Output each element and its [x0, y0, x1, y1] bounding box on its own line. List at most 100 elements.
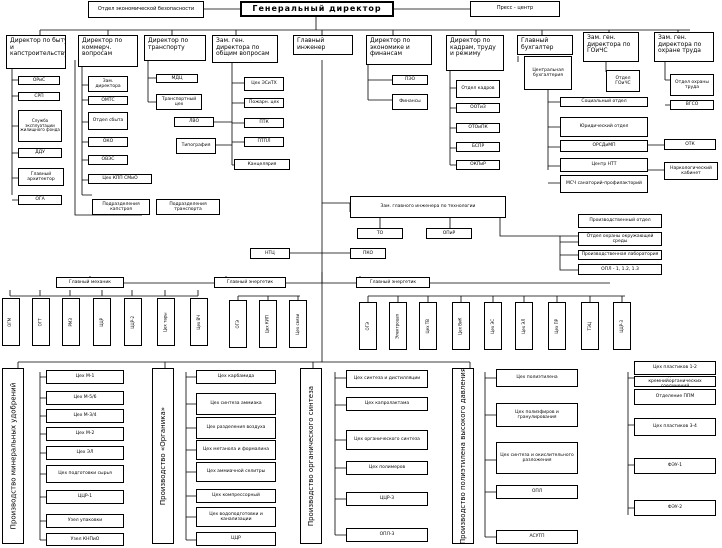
- production-item: Цех синтеза и дистилляции: [346, 370, 428, 388]
- production-item: Цех М-1: [46, 370, 124, 384]
- col4-item: ПТПЛ: [244, 137, 284, 147]
- col2-item: Зам. директора: [88, 76, 128, 92]
- col1-item: ОРиС: [18, 76, 60, 85]
- col10-item: ВГСО: [670, 100, 714, 110]
- chief-engineer: Главный инженер: [293, 35, 353, 55]
- deputy-chief-engineer: Зам. главного инженера по технологии: [350, 196, 506, 218]
- col1-item: СРП: [18, 92, 60, 101]
- energy-unit: Цех КИП: [259, 300, 277, 348]
- ntc-box: НТЦ: [250, 248, 290, 259]
- production-title: Производство органического синтеза: [300, 368, 322, 544]
- production-item: ЦЦР-3: [346, 492, 428, 506]
- right-list-item: Центр НТТ: [560, 158, 648, 172]
- far-right-item: ФЭУ-2: [634, 500, 716, 516]
- right-list-item: Юридический отдел: [560, 117, 648, 137]
- col7-item: ООТиЗ: [456, 103, 500, 113]
- mech-unit: ОГТ: [32, 298, 50, 346]
- far-right-item: Цех пластиков 1-2: [634, 361, 716, 375]
- engineering-stack-item: Отдел охраны окружающей среды: [578, 232, 662, 246]
- director-household: Директор по быту и капстроительству: [6, 35, 66, 69]
- production-title: Производство полиэтилена высокого давлен…: [452, 368, 474, 544]
- power-unit: Цех ЭЛ: [515, 302, 533, 350]
- col2-item: ОВЭС: [88, 155, 128, 165]
- far-right-item: Отделение ППМ: [634, 389, 716, 405]
- director-economics: Директор по экономике и финансам: [366, 35, 432, 65]
- engineering-stack-item: Производственная лаборатория: [578, 250, 662, 260]
- far-right-item: Цех пластиков 3-4: [634, 418, 716, 436]
- production-item: Узел упаковки: [46, 514, 124, 528]
- col4-item: ПТК: [244, 118, 284, 128]
- col10-item: Отдел охраны труда: [670, 74, 714, 96]
- col6-item: Финансы: [392, 94, 428, 110]
- col1-item: Служба эксплуатации жилищного фонда: [18, 110, 62, 142]
- power-unit: ЦЦР-3: [613, 302, 631, 350]
- chief-power-engineer: Главный энергетик: [214, 277, 286, 288]
- deputy-general-affairs: Зам. ген. директора по общим вопросам: [212, 35, 278, 63]
- production-item: Узел КНПиО: [46, 533, 124, 546]
- col2-item: ОКО: [88, 137, 128, 147]
- director-commercial: Директор по коммерч. вопросам: [78, 35, 138, 67]
- mech-unit: РМЗ: [62, 298, 80, 346]
- production-item: Цех М-3/4: [46, 409, 124, 423]
- col7-item: ОТОиПК: [456, 123, 500, 133]
- economic-security-box: Отдел экономической безопасности: [88, 1, 204, 18]
- col1-item: ДДУ: [18, 148, 62, 158]
- production-title: Производство «Органика»: [152, 368, 174, 544]
- production-item: ОПЛ-3: [346, 528, 428, 542]
- col1-item: Главный архитектор: [18, 168, 64, 186]
- power-unit: ОГЭ: [359, 302, 377, 350]
- production-item: Цех М-5/6: [46, 391, 124, 405]
- col7-item: БСПР: [456, 142, 500, 152]
- power-unit: Цех ТВ: [419, 302, 437, 350]
- production-item: Цех метанола и формалина: [196, 440, 276, 460]
- col4-item: Цех ЭСиТХ: [244, 77, 284, 91]
- production-item: ЦЦР-1: [46, 490, 124, 504]
- col2-item: Отдел сбыта: [88, 112, 128, 130]
- col8-item: Центральная бухгалтерия: [524, 56, 572, 90]
- col4-item: Пожарн. цех: [244, 98, 284, 108]
- bottom-left-item: Подразделения капстроя: [92, 199, 150, 215]
- production-item: ОПЛ: [496, 485, 578, 499]
- deputy-labor-safety: Зам. ген. директора по охране труда: [654, 32, 714, 62]
- col2-item: ОМТС: [88, 96, 128, 105]
- col3-item: Транспортный цех: [156, 94, 202, 110]
- chief-mechanic: Главный механик: [56, 277, 124, 288]
- col7-item: Отдел кадров: [456, 80, 500, 98]
- col6-item: ПЭО: [392, 75, 428, 85]
- production-item: Цех карбамида: [196, 370, 276, 384]
- col4-side-item: ЛВО: [174, 117, 214, 127]
- production-item: ЦЦР: [196, 532, 276, 546]
- production-item: Цех органического синтеза: [346, 430, 428, 450]
- ceo-box: Генеральный директор: [240, 1, 394, 17]
- production-item: Цех полиэтилена: [496, 369, 578, 387]
- power-unit: Цех ПР: [548, 302, 566, 350]
- production-item: Цех синтеза аммиака: [196, 393, 276, 415]
- col9-item: Отдел ГОиЧС: [606, 70, 640, 92]
- chief-accountant: Главный бухгалтер: [517, 35, 573, 55]
- power-unit: Электроцех: [389, 302, 407, 350]
- production-item: Цех М-2: [46, 427, 124, 441]
- production-item: Цех компрессорный: [196, 489, 276, 503]
- production-item: Цех полиэфиров и гранулирования: [496, 403, 578, 427]
- right-list-item: МСЧ санаторий-профилакторий: [560, 175, 648, 193]
- production-item: Цех водоподготовки и канализации: [196, 507, 276, 527]
- production-title: Производство минеральных удобрений: [2, 368, 24, 544]
- director-transport: Директор по транспорту: [144, 35, 206, 61]
- energy-unit: ОГЭ: [229, 300, 247, 348]
- far-right-item: Отделение кремнийорганических соединений: [634, 376, 716, 387]
- deputy-civil-defense: Зам. ген. директора по ГОиЧС: [583, 32, 639, 62]
- production-item: Цех разделения воздуха: [196, 417, 276, 439]
- mech-unit: Цех ВЧ: [190, 298, 208, 346]
- production-item: Цех капролактама: [346, 397, 428, 411]
- col4-item: Канцелярия: [234, 159, 290, 170]
- production-item: Цех синтеза и окислительного разложения: [496, 442, 578, 474]
- engineering-stack-item: ОПЛ - 1, 1.2, 1.3: [578, 264, 662, 275]
- production-item: Цех ЭЛ: [46, 446, 124, 460]
- director-hr: Директор по кадрам, труду и режиму: [446, 35, 504, 71]
- production-item: Цех полимеров: [346, 461, 428, 475]
- chief-energy-engineer: Главный энергетик: [356, 277, 430, 288]
- bottom-left-item: Подразделения транспорта: [156, 199, 220, 215]
- power-unit: Цех ЭС: [484, 302, 502, 350]
- engineering-stack-item: Производственный отдел: [578, 214, 662, 228]
- col7-item: ОКПиР: [456, 160, 500, 170]
